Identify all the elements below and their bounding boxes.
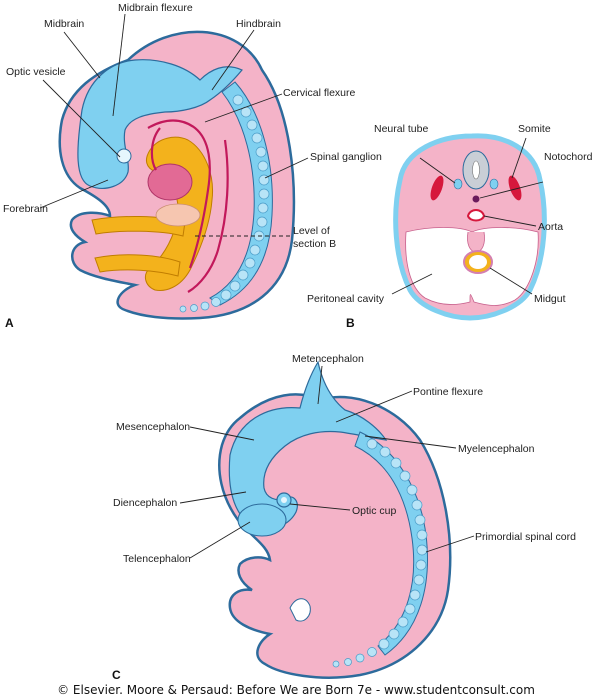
label-pontine-flexure: Pontine flexure xyxy=(413,386,483,398)
section-b-midgut-lumen xyxy=(469,255,487,269)
label-telencephalon: Telencephalon xyxy=(123,553,191,565)
section-b-notochord xyxy=(472,195,480,203)
label-optic-cup: Optic cup xyxy=(352,505,397,517)
panel-label-a: A xyxy=(5,316,14,330)
embryo-a-somites xyxy=(179,94,270,313)
embryo-c-optic-cup-center xyxy=(281,497,287,503)
panel-a-embryo xyxy=(58,30,296,320)
label-level-of: Level of xyxy=(293,225,330,237)
embryo-c-limb xyxy=(289,598,311,622)
section-b-ganglion-right xyxy=(489,178,499,190)
label-forebrain: Forebrain xyxy=(3,203,48,215)
embryo-a-yellow-limb-2 xyxy=(94,254,181,277)
label-midbrain-flexure: Midbrain flexure xyxy=(118,2,193,14)
label-somite: Somite xyxy=(518,123,551,135)
label-midgut: Midgut xyxy=(534,293,566,305)
label-primordial-spinal-cord: Primordial spinal cord xyxy=(475,531,576,543)
embryo-a-liver xyxy=(155,203,201,227)
label-aorta: Aorta xyxy=(538,221,563,233)
embryo-c-somites xyxy=(332,438,428,668)
label-mesencephalon: Mesencephalon xyxy=(116,421,190,433)
section-b-mesentery xyxy=(467,231,485,253)
section-b-neural-canal xyxy=(472,160,480,180)
embryo-c-telencephalon xyxy=(237,503,287,537)
label-section-b: section B xyxy=(293,238,336,250)
panel-c-embryo xyxy=(218,360,452,679)
label-midbrain: Midbrain xyxy=(44,18,84,30)
section-b-somite-right xyxy=(508,175,522,201)
label-hindbrain: Hindbrain xyxy=(236,18,281,30)
label-optic-vesicle: Optic vesicle xyxy=(6,66,66,78)
section-b-somite-left xyxy=(430,175,444,201)
label-cervical-flexure: Cervical flexure xyxy=(283,87,356,99)
panel-label-c: C xyxy=(112,668,121,682)
section-b-ganglion-left xyxy=(453,178,463,190)
leader-lines xyxy=(39,13,544,559)
label-neural-tube: Neural tube xyxy=(374,123,428,135)
panel-label-b: B xyxy=(346,316,355,330)
panel-b-cross-section xyxy=(393,133,547,321)
embryo-a-optic-vesicle xyxy=(116,148,132,164)
embryo-a-heart xyxy=(147,163,193,201)
label-peritoneal-cavity: Peritoneal cavity xyxy=(307,293,385,305)
copyright-footer: © Elsevier. Moore & Persaud: Before We a… xyxy=(57,683,535,697)
label-metencephalon: Metencephalon xyxy=(292,353,364,365)
diagram-labels: Midbrain Midbrain flexure Hindbrain Opti… xyxy=(3,2,592,682)
embryo-a-vessels xyxy=(147,119,229,293)
label-spinal-ganglion: Spinal ganglion xyxy=(310,151,382,163)
section-b-aorta xyxy=(466,209,486,222)
label-myelencephalon: Myelencephalon xyxy=(458,443,535,455)
label-notochord: Notochord xyxy=(544,151,592,163)
label-diencephalon: Diencephalon xyxy=(113,497,177,509)
